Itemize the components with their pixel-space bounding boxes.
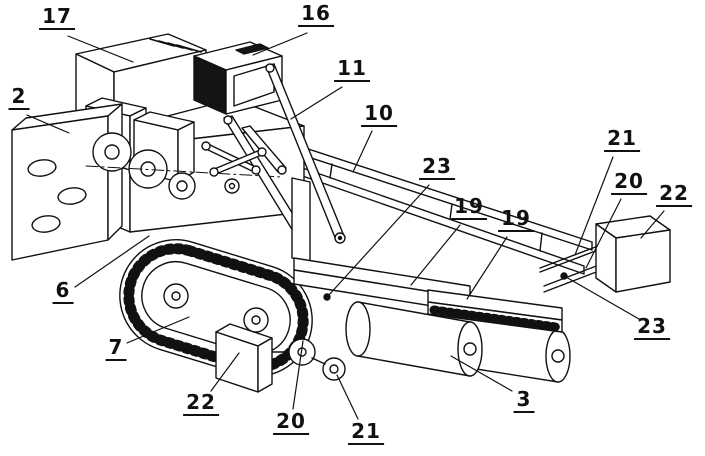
leader-lines — [26, 32, 665, 420]
ref-label-11: 11 — [334, 58, 370, 82]
leader-22-left — [210, 352, 240, 392]
ref-label-17: 17 — [39, 6, 75, 30]
leader-21-left — [336, 374, 359, 420]
operator-cab — [193, 41, 283, 115]
telescopic-planks — [293, 257, 563, 333]
leader-21-right — [574, 156, 614, 256]
ref-label-20-right: 20 — [611, 171, 647, 195]
leader-6 — [74, 235, 150, 288]
leader-23-upper — [327, 184, 430, 297]
ref-label-19-second: 19 — [498, 208, 534, 232]
beam-root-support — [291, 177, 311, 263]
leader-20-right — [585, 198, 622, 269]
ref-label-23-upper: 23 — [419, 156, 455, 180]
front-blade — [11, 103, 123, 261]
cable-drums — [85, 132, 283, 200]
leader-10 — [352, 130, 373, 173]
ref-label-16: 16 — [298, 3, 334, 27]
ref-label-10: 10 — [361, 103, 397, 127]
ref-label-19-first: 19 — [451, 196, 487, 220]
leader-3 — [450, 355, 513, 392]
ref-label-20-left: 20 — [273, 411, 309, 435]
ref-label-22-left: 22 — [183, 392, 219, 416]
cab-top-slot — [235, 43, 269, 55]
vent-lines — [149, 38, 202, 53]
ref-label-3: 3 — [513, 389, 535, 413]
leader-16 — [252, 32, 308, 56]
leader-22-right — [640, 210, 665, 239]
leader-17 — [67, 35, 134, 63]
leader-7 — [126, 316, 190, 344]
leader-2 — [26, 114, 70, 134]
end-box-right — [595, 215, 671, 293]
ref-label-23-lower: 23 — [634, 316, 670, 340]
ref-label-21-left: 21 — [348, 421, 384, 445]
leader-23-lower — [565, 276, 640, 320]
ref-label-2: 2 — [8, 86, 30, 110]
leader-20-left — [292, 340, 304, 410]
ref-label-21-right: 21 — [604, 128, 640, 152]
guide-wheels — [271, 338, 346, 381]
end-box-left — [215, 323, 273, 393]
ref-label-6: 6 — [52, 280, 74, 304]
leader-19-second — [466, 236, 508, 300]
ref-label-7: 7 — [105, 337, 127, 361]
leader-19-first — [410, 224, 461, 286]
ref-label-22-right: 22 — [656, 183, 692, 207]
leader-11 — [290, 86, 343, 120]
